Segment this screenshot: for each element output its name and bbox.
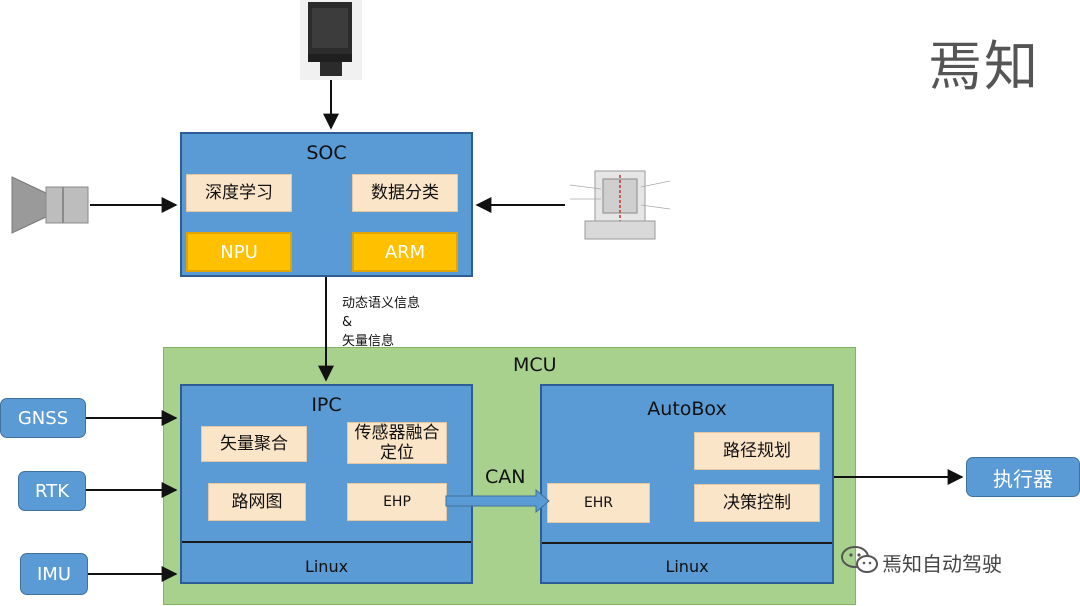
semantic-info-label: 动态语义信息 & 矢量信息	[342, 294, 420, 351]
mcu-title: MCU	[513, 354, 557, 376]
actuator-output: 执行器	[966, 457, 1080, 497]
ipc-linux-label: Linux	[304, 556, 349, 576]
autobox-title: AutoBox	[647, 398, 727, 420]
semantic-info-line1: 动态语义信息	[342, 296, 421, 311]
ehp-box: EHP	[347, 483, 447, 521]
npu-chip: NPU	[186, 232, 292, 272]
camera-module-image	[300, 0, 362, 80]
semantic-info-line3: 矢量信息	[342, 334, 395, 349]
vector-aggregation-box: 矢量聚合	[201, 426, 307, 462]
autobox-block: AutoBox 路径规划 决策控制 EHR Linux	[540, 384, 834, 584]
imu-input: IMU	[20, 553, 88, 595]
lidar-sensor-image	[565, 165, 675, 243]
brand-logo-text: 焉知	[928, 35, 1040, 98]
can-bus-label: CAN	[485, 466, 526, 488]
road-network-box: 路网图	[208, 483, 306, 521]
can-bus-arrow	[445, 488, 550, 514]
soc-title: SOC	[306, 142, 347, 164]
deep-learning-box: 深度学习	[186, 174, 292, 212]
arm-chip: ARM	[352, 232, 458, 272]
ipc-divider	[182, 541, 471, 543]
brand-footer-text: 焉知自动驾驶	[882, 552, 1002, 576]
autobox-divider	[542, 542, 832, 544]
ehr-box: EHR	[547, 483, 650, 523]
autobox-linux-label: Linux	[665, 556, 709, 576]
wechat-icon	[840, 545, 880, 575]
rtk-input: RTK	[18, 471, 86, 511]
decision-control-box: 决策控制	[694, 484, 820, 522]
path-planning-box: 路径规划	[694, 432, 820, 470]
data-classification-box: 数据分类	[352, 174, 458, 212]
ipc-title: IPC	[311, 394, 342, 416]
soc-block: SOC 深度学习 数据分类 NPU ARM	[180, 132, 473, 277]
ipc-block: IPC 矢量聚合 传感器融合定位 路网图 EHP Linux	[180, 384, 473, 584]
sensor-fusion-box: 传感器融合定位	[347, 422, 447, 464]
gnss-input: GNSS	[0, 398, 86, 438]
horn-camera-image	[10, 175, 90, 235]
semantic-info-line2: &	[342, 315, 353, 330]
